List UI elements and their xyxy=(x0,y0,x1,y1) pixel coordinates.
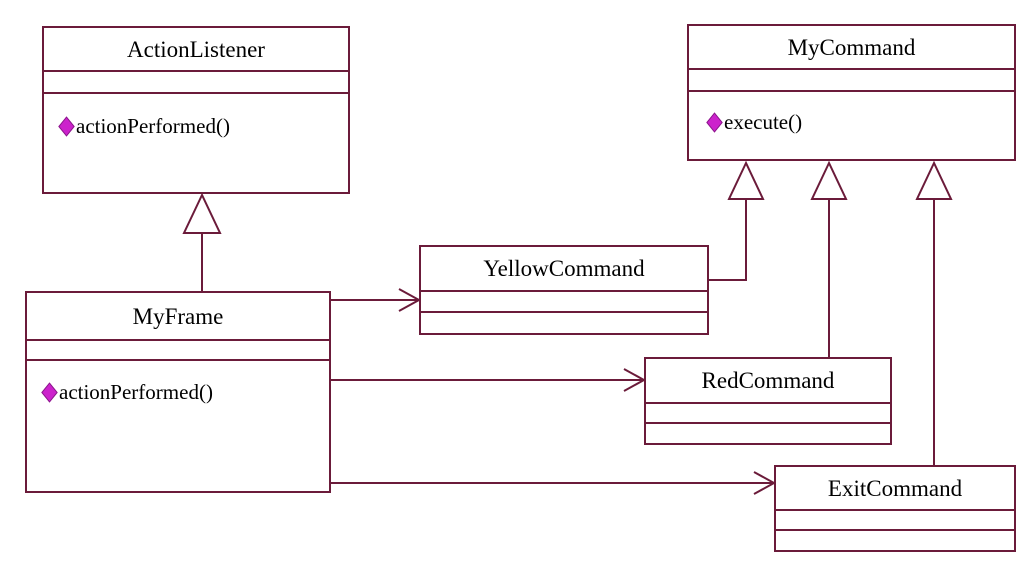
class-name-actionlistener: ActionListener xyxy=(44,28,348,72)
class-box-yellowcommand[interactable]: YellowCommand xyxy=(419,245,709,335)
class-box-redcommand[interactable]: RedCommand xyxy=(644,357,892,445)
class-operations-yellowcommand xyxy=(421,313,707,333)
generalization-redcommand-to-mycommand xyxy=(810,160,848,357)
class-name-mycommand: MyCommand xyxy=(689,26,1014,70)
class-attributes-exitcommand xyxy=(776,511,1014,531)
class-operations-myframe: actionPerformed() xyxy=(27,361,329,491)
class-name-yellowcommand: YellowCommand xyxy=(421,247,707,292)
association-myframe-to-redcommand xyxy=(331,368,647,392)
class-box-myframe[interactable]: MyFrame actionPerformed() xyxy=(25,291,331,493)
public-diamond-icon xyxy=(58,116,75,137)
class-name-redcommand: RedCommand xyxy=(646,359,890,404)
public-diamond-icon xyxy=(41,382,58,403)
class-operations-exitcommand xyxy=(776,531,1014,550)
class-attributes-mycommand xyxy=(689,70,1014,92)
class-box-actionlistener[interactable]: ActionListener actionPerformed() xyxy=(42,26,350,194)
generalization-exitcommand-to-mycommand xyxy=(915,160,953,465)
class-attributes-actionlistener xyxy=(44,72,348,94)
class-name-exitcommand: ExitCommand xyxy=(776,467,1014,511)
operation-row: actionPerformed() xyxy=(58,114,230,138)
class-operations-redcommand xyxy=(646,424,890,443)
association-myframe-to-exitcommand xyxy=(331,471,777,495)
operation-row: actionPerformed() xyxy=(41,380,213,404)
public-diamond-icon xyxy=(706,112,723,133)
class-operations-actionlistener: actionPerformed() xyxy=(44,94,348,192)
class-attributes-redcommand xyxy=(646,404,890,424)
generalization-myframe-to-actionlistener xyxy=(182,192,222,291)
operation-label: actionPerformed() xyxy=(76,114,230,138)
operation-label: execute() xyxy=(724,110,803,134)
association-myframe-to-yellowcommand xyxy=(331,288,422,312)
class-operations-mycommand: execute() xyxy=(689,92,1014,159)
operation-row: execute() xyxy=(706,110,803,134)
class-box-exitcommand[interactable]: ExitCommand xyxy=(774,465,1016,552)
class-attributes-yellowcommand xyxy=(421,292,707,313)
operation-label: actionPerformed() xyxy=(59,380,213,404)
class-name-myframe: MyFrame xyxy=(27,293,329,341)
class-attributes-myframe xyxy=(27,341,329,361)
generalization-yellowcommand-to-mycommand xyxy=(709,160,765,281)
class-box-mycommand[interactable]: MyCommand execute() xyxy=(687,24,1016,161)
